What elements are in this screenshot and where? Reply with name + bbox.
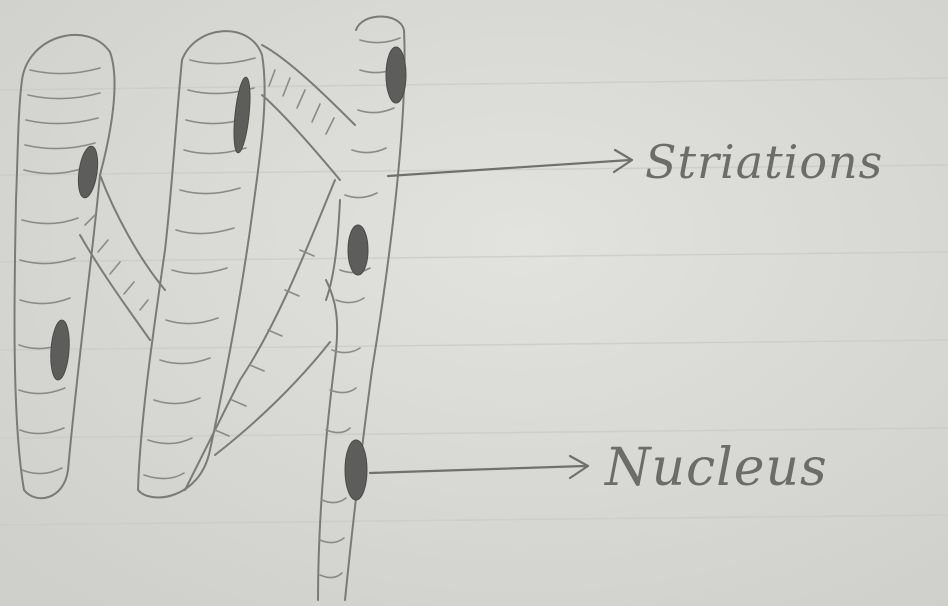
label-nucleus: Nucleus [603,438,828,498]
nucleus-6 [345,440,367,500]
label-striations: Striations [645,135,883,189]
nucleus-5 [348,225,368,275]
nucleus-4 [386,47,406,103]
